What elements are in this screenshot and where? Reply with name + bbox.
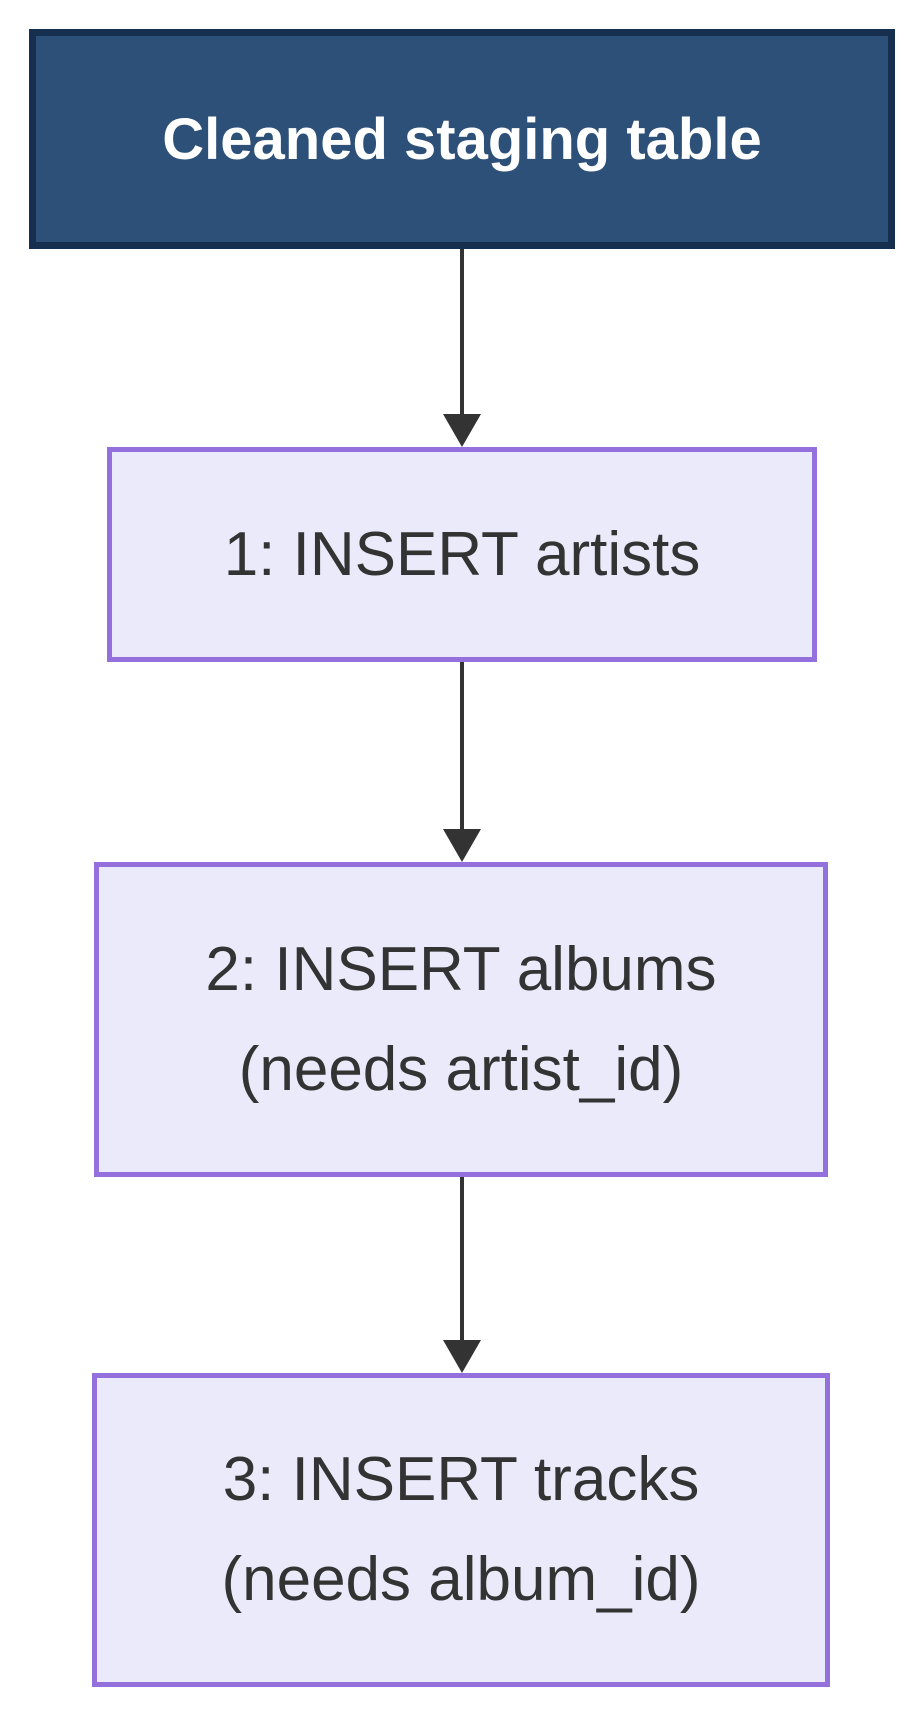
arrow-shaft	[460, 1177, 464, 1346]
node-insert-tracks: 3: INSERT tracks (needs album_id)	[92, 1373, 830, 1687]
edge-staging-to-step1	[442, 249, 482, 447]
node-cleaned-staging-table: Cleaned staging table	[29, 29, 895, 249]
arrowhead-down-icon	[443, 829, 481, 862]
node-insert-albums: 2: INSERT albums (needs artist_id)	[94, 862, 828, 1177]
edge-step2-to-step3	[442, 1177, 482, 1373]
node-label-line-2: (needs album_id)	[221, 1545, 701, 1614]
arrowhead-down-icon	[443, 1340, 481, 1373]
node-label-line-2: (needs artist_id)	[238, 1034, 684, 1104]
node-label: Cleaned staging table	[162, 106, 762, 172]
node-label-line-1: 3: INSERT tracks	[222, 1445, 700, 1514]
node-insert-artists: 1: INSERT artists	[107, 447, 817, 662]
edge-step1-to-step2	[442, 662, 482, 862]
node-label: 1: INSERT artists	[223, 519, 701, 589]
node-label-line-1: 2: INSERT albums	[205, 934, 717, 1004]
arrowhead-down-icon	[443, 414, 481, 447]
arrow-shaft	[460, 662, 464, 835]
arrow-shaft	[460, 249, 464, 420]
